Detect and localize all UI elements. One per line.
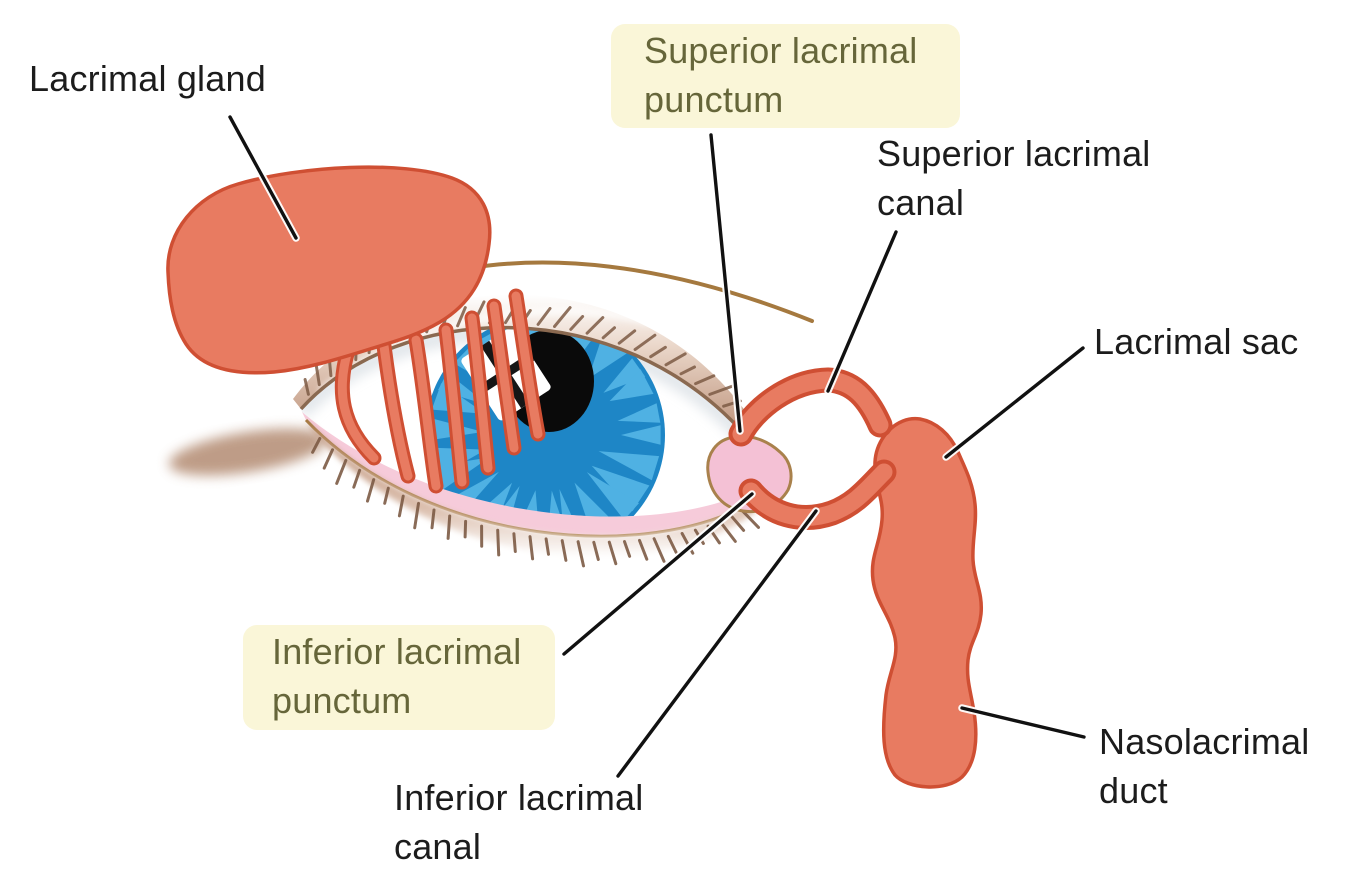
leader-superior-canal <box>826 230 898 393</box>
label-inferior-lacrimal-punctum: Inferior lacrimal punctum <box>272 631 522 721</box>
label-lacrimal-sac: Lacrimal sac <box>1094 321 1299 362</box>
lacrimal-gland-ducts <box>334 288 546 494</box>
outer-canthus-shadow <box>168 428 328 476</box>
leader-lines <box>226 113 1088 780</box>
leader-nasolacrimal-duct <box>960 706 1086 739</box>
label-superior-lacrimal-canal: Superior lacrimal canal <box>877 133 1151 223</box>
label-nasolacrimal-duct: Nasolacrimal duct <box>1099 721 1310 811</box>
leader-superior-punctum <box>709 133 742 433</box>
label-superior-lacrimal-punctum: Superior lacrimal punctum <box>644 30 918 120</box>
leader-inferior-punctum <box>562 492 754 656</box>
leader-lacrimal-sac <box>944 346 1085 459</box>
callout-superior-lacrimal-punctum: Superior lacrimal punctum <box>611 24 960 128</box>
superior-lacrimal-canal-shape <box>728 367 893 447</box>
inferior-lacrimal-canal-shape <box>738 459 897 530</box>
leader-inferior-canal <box>616 509 818 778</box>
lower-lid-margin-line <box>304 418 753 538</box>
leader-lacrimal-gland <box>228 115 298 240</box>
lower-eyelashes <box>311 437 760 568</box>
lower-lid-pink-margin <box>302 412 752 537</box>
lower-eyelid <box>306 420 758 558</box>
callout-inferior-lacrimal-punctum: Inferior lacrimal punctum <box>243 625 555 730</box>
label-inferior-lacrimal-canal: Inferior lacrimal canal <box>394 777 644 867</box>
label-lacrimal-gland: Lacrimal gland <box>29 58 266 99</box>
lacrimal-sac-and-nasolacrimal-duct <box>870 416 984 789</box>
